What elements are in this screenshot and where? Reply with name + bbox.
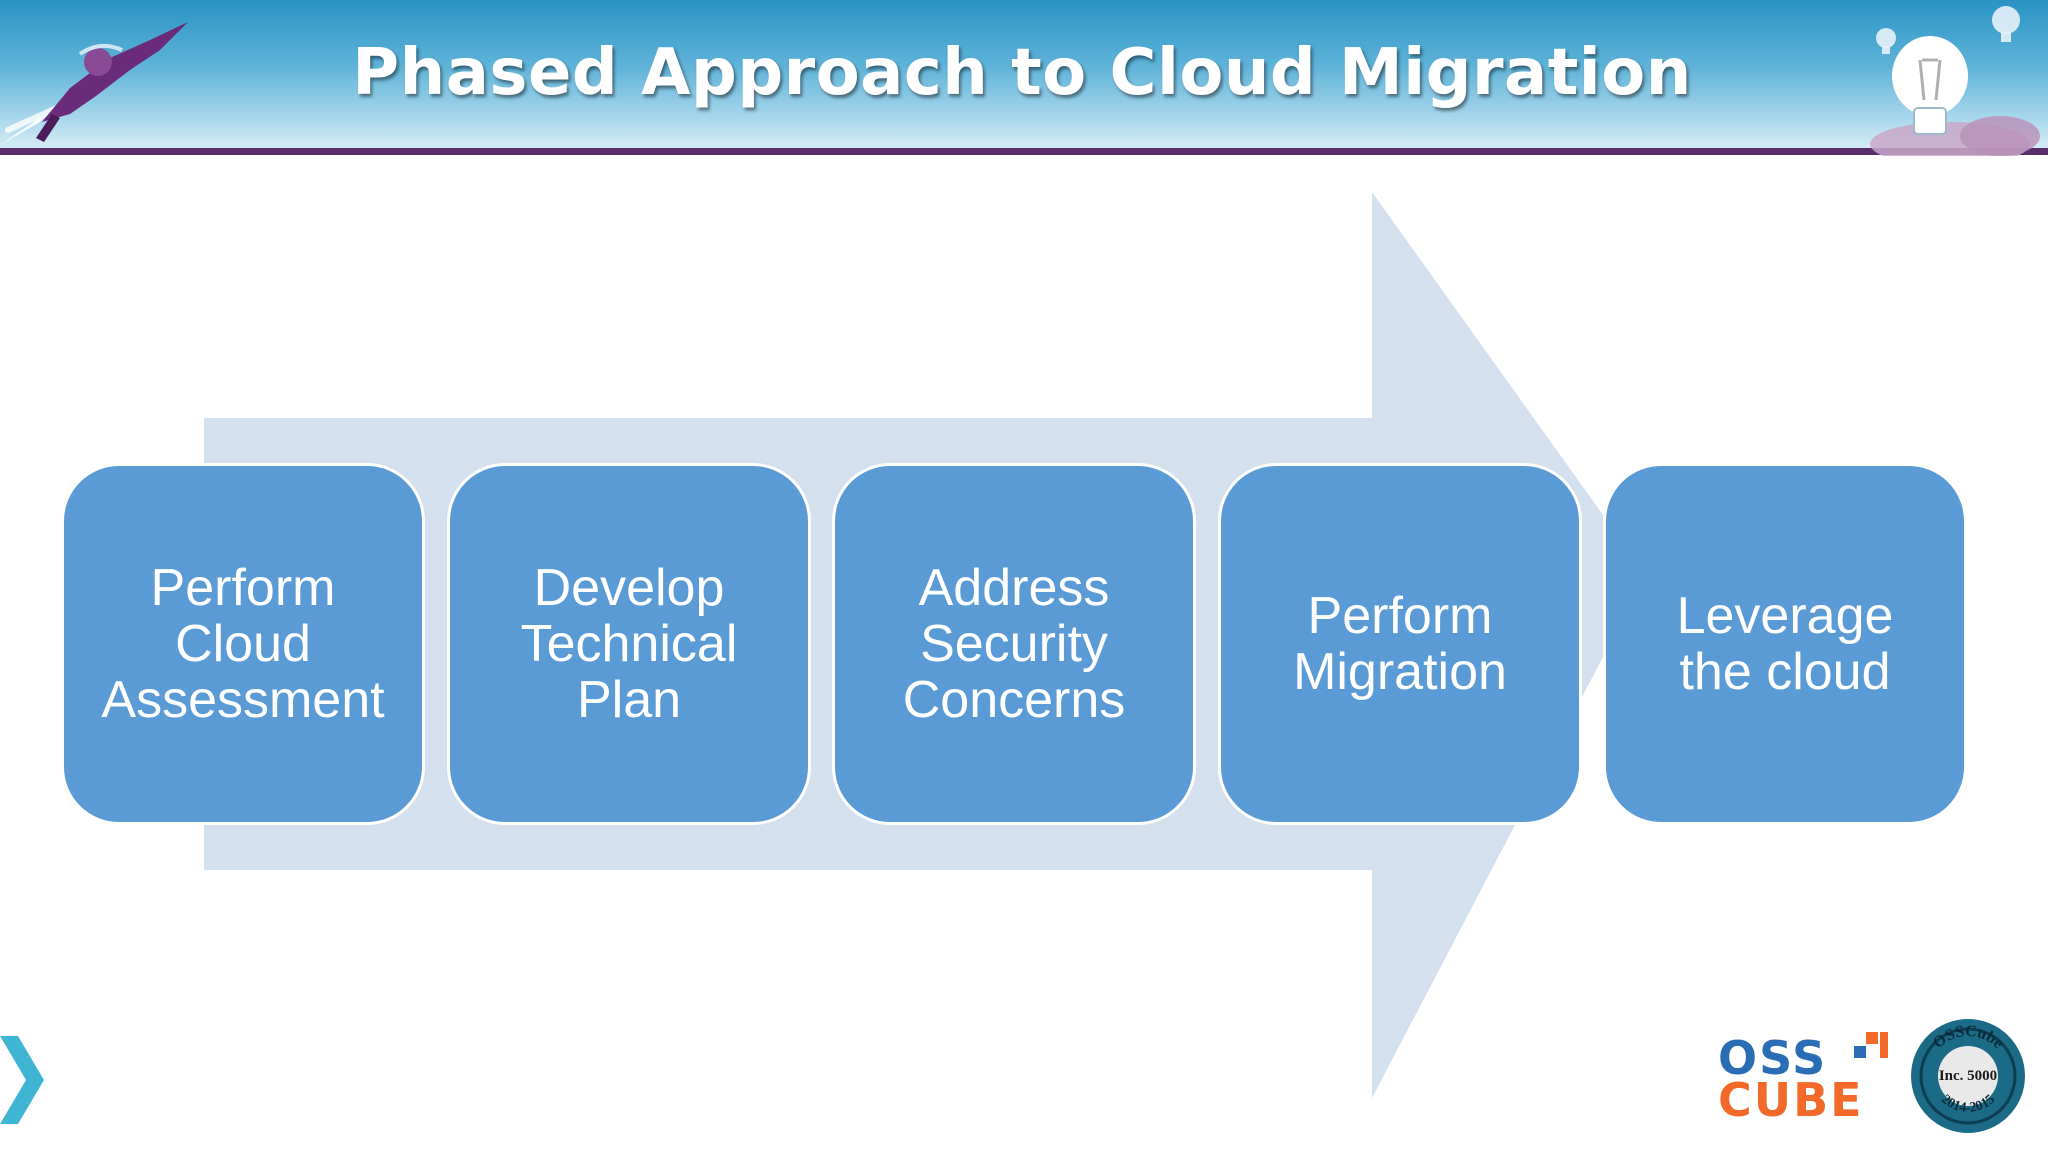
svg-text:2014-2015: 2014-2015 — [1938, 1092, 1998, 1116]
badge-center-text: Inc. 5000 — [1939, 1068, 1997, 1084]
phase-box-leverage-cloud: Leverage the cloud — [1603, 463, 1967, 825]
phase-label: Develop Technical Plan — [520, 559, 738, 729]
inc5000-badge: OSSCube Inc. 5000 2014-2015 — [1911, 1019, 2025, 1133]
lightbulb-icon — [1870, 6, 2040, 156]
phase-box-cloud-assessment: Perform Cloud Assessment — [61, 463, 425, 825]
logo-text-oss: OSS — [1718, 1031, 1828, 1085]
phase-label: Leverage the cloud — [1676, 587, 1894, 701]
phase-label: Perform Migration — [1293, 587, 1507, 701]
phase-box-technical-plan: Develop Technical Plan — [447, 463, 811, 825]
chevron-right-icon[interactable] — [0, 1030, 50, 1130]
phase-label: Address Security Concerns — [902, 559, 1126, 729]
logo-text-cube: CUBE — [1718, 1073, 1864, 1127]
badge-years-text: 2014-2015 — [1938, 1092, 1998, 1116]
phase-box-migration: Perform Migration — [1218, 463, 1582, 825]
phase-box-security-concerns: Address Security Concerns — [832, 463, 1196, 825]
phase-label: Perform Cloud Assessment — [101, 559, 385, 729]
osscube-logo: OSS CUBE OSSCube Inc. 5000 2014-2015 — [1718, 1010, 2038, 1150]
header-divider — [0, 148, 2048, 155]
page-title: Phased Approach to Cloud Migration — [352, 36, 1692, 110]
rocket-person-icon — [0, 22, 188, 145]
logo-cube-mark-icon — [1854, 1032, 1888, 1058]
header-banner — [0, 0, 2048, 148]
